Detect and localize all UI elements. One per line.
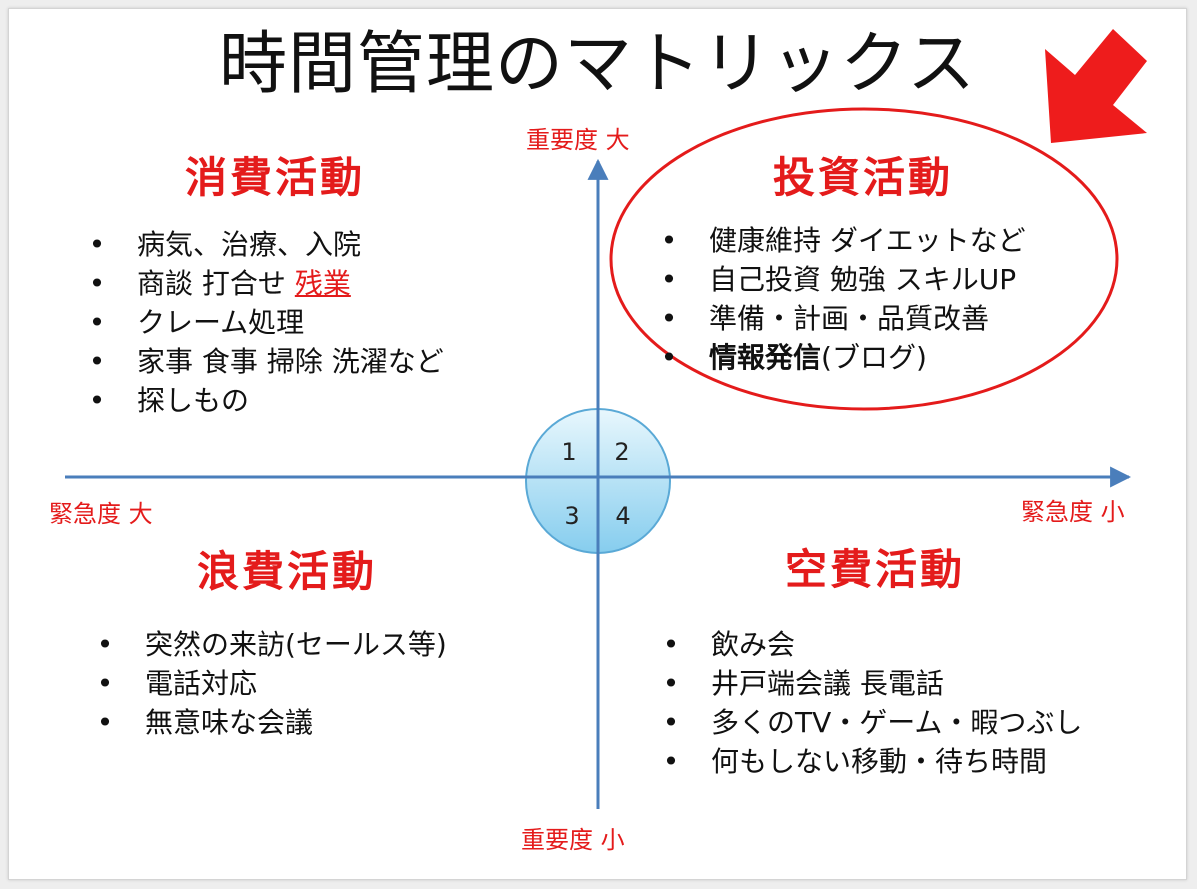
list-item: •突然の来訪(セールス等) xyxy=(95,625,447,664)
bullet-icon: • xyxy=(96,628,114,661)
bullet-icon: • xyxy=(660,263,678,296)
slide: 時間管理のマトリックス 重要度 大 重要度 小 緊急度 大 緊急度 小 1 2 … xyxy=(8,8,1187,880)
list-item: •飲み会 xyxy=(661,625,1082,664)
highlight-ellipse xyxy=(609,107,1119,411)
quadrant-title-waste: 浪費活動 xyxy=(197,547,378,596)
list-item: •クレーム処理 xyxy=(87,303,444,342)
list-item: •自己投資 勉強 スキルUP xyxy=(659,260,1026,299)
quadrant-title-investment: 投資活動 xyxy=(773,153,954,202)
quadrant-title-consumption: 消費活動 xyxy=(185,153,366,202)
bullet-icon: • xyxy=(662,706,680,739)
quadrant-number-3: 3 xyxy=(564,502,580,530)
bullet-icon: • xyxy=(660,224,678,257)
bullet-icon: • xyxy=(88,267,106,300)
page-title: 時間管理のマトリックス xyxy=(219,25,976,104)
list-item: •多くのTV・ゲーム・暇つぶし xyxy=(661,703,1083,742)
list-item: •何もしない移動・待ち時間 xyxy=(661,742,1082,781)
axis-label-urgency-high: 緊急度 大 xyxy=(49,500,153,528)
bullet-icon: • xyxy=(662,745,680,778)
quadrant-list-investment: •健康維持 ダイエットなど •自己投資 勉強 スキルUP •準備・計画・品質改善… xyxy=(659,221,1026,377)
quadrant-number-2: 2 xyxy=(614,438,630,466)
bullet-icon: • xyxy=(96,667,114,700)
list-item: •商談 打合せ 残業 xyxy=(87,264,444,303)
list-item: •電話対応 xyxy=(95,664,447,703)
bullet-icon: • xyxy=(96,706,114,739)
quadrant-number-1: 1 xyxy=(561,438,577,466)
bullet-icon: • xyxy=(662,667,680,700)
quadrant-list-waste: •突然の来訪(セールス等) •電話対応 •無意味な会議 xyxy=(95,625,447,742)
list-item: •家事 食事 掃除 洗濯など xyxy=(87,342,444,381)
bullet-icon: • xyxy=(662,628,680,661)
bullet-icon: • xyxy=(88,384,106,417)
red-arrow-icon xyxy=(1045,29,1147,143)
quadrant-list-idle: •飲み会 •井戸端会議 長電話 •多くのTV・ゲーム・暇つぶし •何もしない移動… xyxy=(661,625,1083,781)
bullet-icon: • xyxy=(660,302,678,335)
matrix-diagram xyxy=(65,29,1147,809)
bullet-icon: • xyxy=(88,228,106,261)
bullet-icon: • xyxy=(88,306,106,339)
list-item: •病気、治療、入院 xyxy=(87,225,444,264)
list-item: •井戸端会議 長電話 xyxy=(661,664,1082,703)
list-item: •健康維持 ダイエットなど xyxy=(659,221,1026,260)
axis-label-urgency-low: 緊急度 小 xyxy=(1021,498,1125,526)
axis-label-importance-low: 重要度 小 xyxy=(521,826,625,854)
list-item: •情報発信(ブログ) xyxy=(659,338,1026,377)
overtime-emphasis: 残業 xyxy=(294,267,351,300)
list-item: •探しもの xyxy=(87,381,444,420)
bullet-icon: • xyxy=(88,345,106,378)
quadrant-title-idle: 空費活動 xyxy=(785,545,966,594)
quadrant-number-4: 4 xyxy=(615,502,631,530)
axis-label-importance-high: 重要度 大 xyxy=(526,126,630,154)
list-item: •無意味な会議 xyxy=(95,703,447,742)
quadrant-list-consumption: •病気、治療、入院 •商談 打合せ 残業 •クレーム処理 •家事 食事 掃除 洗… xyxy=(87,225,444,420)
list-item: •準備・計画・品質改善 xyxy=(659,299,1026,338)
bullet-icon: • xyxy=(660,341,678,374)
